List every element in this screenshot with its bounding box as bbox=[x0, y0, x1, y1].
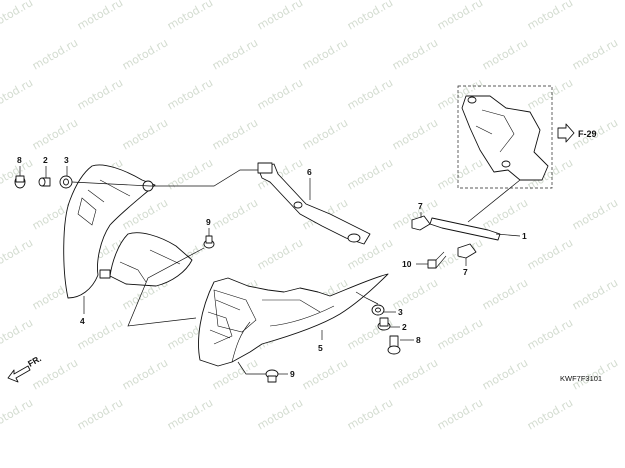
watermark-text: motod.ru bbox=[345, 0, 395, 33]
front-direction-label: FR. bbox=[26, 353, 43, 369]
watermark-text: motod.ru bbox=[300, 116, 350, 152]
callout-7-lower: 7 bbox=[463, 267, 468, 277]
part-3-nut-right bbox=[371, 304, 385, 316]
watermark-text: motod.ru bbox=[255, 396, 305, 432]
watermark-text: motod.ru bbox=[0, 76, 35, 112]
callout-8-right: 8 bbox=[416, 335, 421, 345]
callout-7-upper: 7 bbox=[418, 201, 423, 211]
watermark-text: motod.ru bbox=[435, 0, 485, 33]
part-5-lower-cowl bbox=[198, 273, 389, 367]
callout-10: 10 bbox=[402, 259, 412, 269]
part-2-screw-right bbox=[377, 317, 391, 331]
watermark-text: motod.ru bbox=[75, 0, 125, 33]
part-7-clip-upper bbox=[411, 215, 431, 231]
callout-8-top: 8 bbox=[17, 155, 22, 165]
front-direction-arrow bbox=[7, 365, 31, 383]
ref-label-f29: F-29 bbox=[578, 129, 597, 139]
watermark-text: motod.ru bbox=[255, 0, 305, 33]
watermark-text: motod.ru bbox=[525, 76, 575, 112]
watermark-text: motod.ru bbox=[210, 196, 260, 232]
watermark-text: motod.ru bbox=[345, 156, 395, 192]
watermark-text: motod.ru bbox=[30, 36, 80, 72]
watermark-text: motod.ru bbox=[570, 196, 620, 232]
watermark-text: motod.ru bbox=[525, 396, 575, 432]
watermark-text: motod.ru bbox=[570, 276, 620, 312]
ref-arrow bbox=[557, 123, 575, 143]
watermark-text: motod.ru bbox=[390, 356, 440, 392]
watermark-text: motod.ru bbox=[300, 356, 350, 392]
watermark-text: motod.ru bbox=[480, 276, 530, 312]
watermark-text: motod.ru bbox=[120, 36, 170, 72]
watermark-text: motod.ru bbox=[210, 36, 260, 72]
watermark-text: motod.ru bbox=[390, 36, 440, 72]
part-2-screw bbox=[38, 177, 51, 187]
watermark-text: motod.ru bbox=[345, 396, 395, 432]
watermark-text: motod.ru bbox=[165, 76, 215, 112]
callout-9-lower: 9 bbox=[290, 369, 295, 379]
callout-3-right: 3 bbox=[398, 307, 403, 317]
watermark-text: motod.ru bbox=[165, 156, 215, 192]
part-3-nut bbox=[59, 175, 73, 189]
callout-4: 4 bbox=[80, 316, 85, 326]
callout-6: 6 bbox=[307, 167, 312, 177]
watermark-text: motod.ru bbox=[435, 156, 485, 192]
watermark-text: motod.ru bbox=[75, 76, 125, 112]
part-9-screw-lower bbox=[265, 369, 279, 383]
watermark-text: motod.ru bbox=[210, 116, 260, 152]
watermark-text: motod.ru bbox=[480, 196, 530, 232]
watermark-text: motod.ru bbox=[75, 396, 125, 432]
callout-1: 1 bbox=[522, 231, 527, 241]
watermark-text: motod.ru bbox=[300, 36, 350, 72]
watermark-text: motod.ru bbox=[0, 396, 35, 432]
part-9-screw-upper bbox=[203, 235, 215, 249]
callout-9-upper: 9 bbox=[206, 217, 211, 227]
callout-3-top: 3 bbox=[64, 155, 69, 165]
watermark-text: motod.ru bbox=[0, 0, 35, 33]
part-6-stay bbox=[257, 162, 371, 245]
watermark-text: motod.ru bbox=[525, 316, 575, 352]
watermark-text: motod.ru bbox=[435, 316, 485, 352]
diagram-code: KWF7F3101 bbox=[560, 374, 602, 383]
part-4-left-cowl bbox=[63, 164, 193, 299]
watermark-text: motod.ru bbox=[480, 356, 530, 392]
part-7-clip-lower bbox=[457, 243, 477, 259]
watermark-text: motod.ru bbox=[255, 236, 305, 272]
watermark-text: motod.ru bbox=[255, 76, 305, 112]
watermark-text: motod.ru bbox=[120, 356, 170, 392]
callout-2-top: 2 bbox=[43, 155, 48, 165]
watermark-text: motod.ru bbox=[0, 316, 35, 352]
part-8-grommet-right bbox=[387, 335, 401, 355]
watermark-text: motod.ru bbox=[165, 396, 215, 432]
watermark-text: motod.ru bbox=[30, 116, 80, 152]
watermark-text: motod.ru bbox=[390, 116, 440, 152]
callout-5: 5 bbox=[318, 343, 323, 353]
watermark-text: motod.ru bbox=[480, 36, 530, 72]
callout-2-right: 2 bbox=[402, 322, 407, 332]
watermark-text: motod.ru bbox=[435, 396, 485, 432]
watermark-text: motod.ru bbox=[525, 0, 575, 33]
fastener-set-top-left bbox=[14, 166, 73, 189]
watermark-text: motod.ru bbox=[165, 0, 215, 33]
part-1-bracket-reference bbox=[457, 85, 553, 189]
watermark-text: motod.ru bbox=[570, 36, 620, 72]
part-8-grommet bbox=[14, 175, 26, 189]
part-10-bolt bbox=[427, 251, 447, 269]
watermark-text: motod.ru bbox=[345, 76, 395, 112]
watermark-text: motod.ru bbox=[0, 236, 35, 272]
watermark-text: motod.ru bbox=[120, 116, 170, 152]
watermark-text: motod.ru bbox=[525, 236, 575, 272]
